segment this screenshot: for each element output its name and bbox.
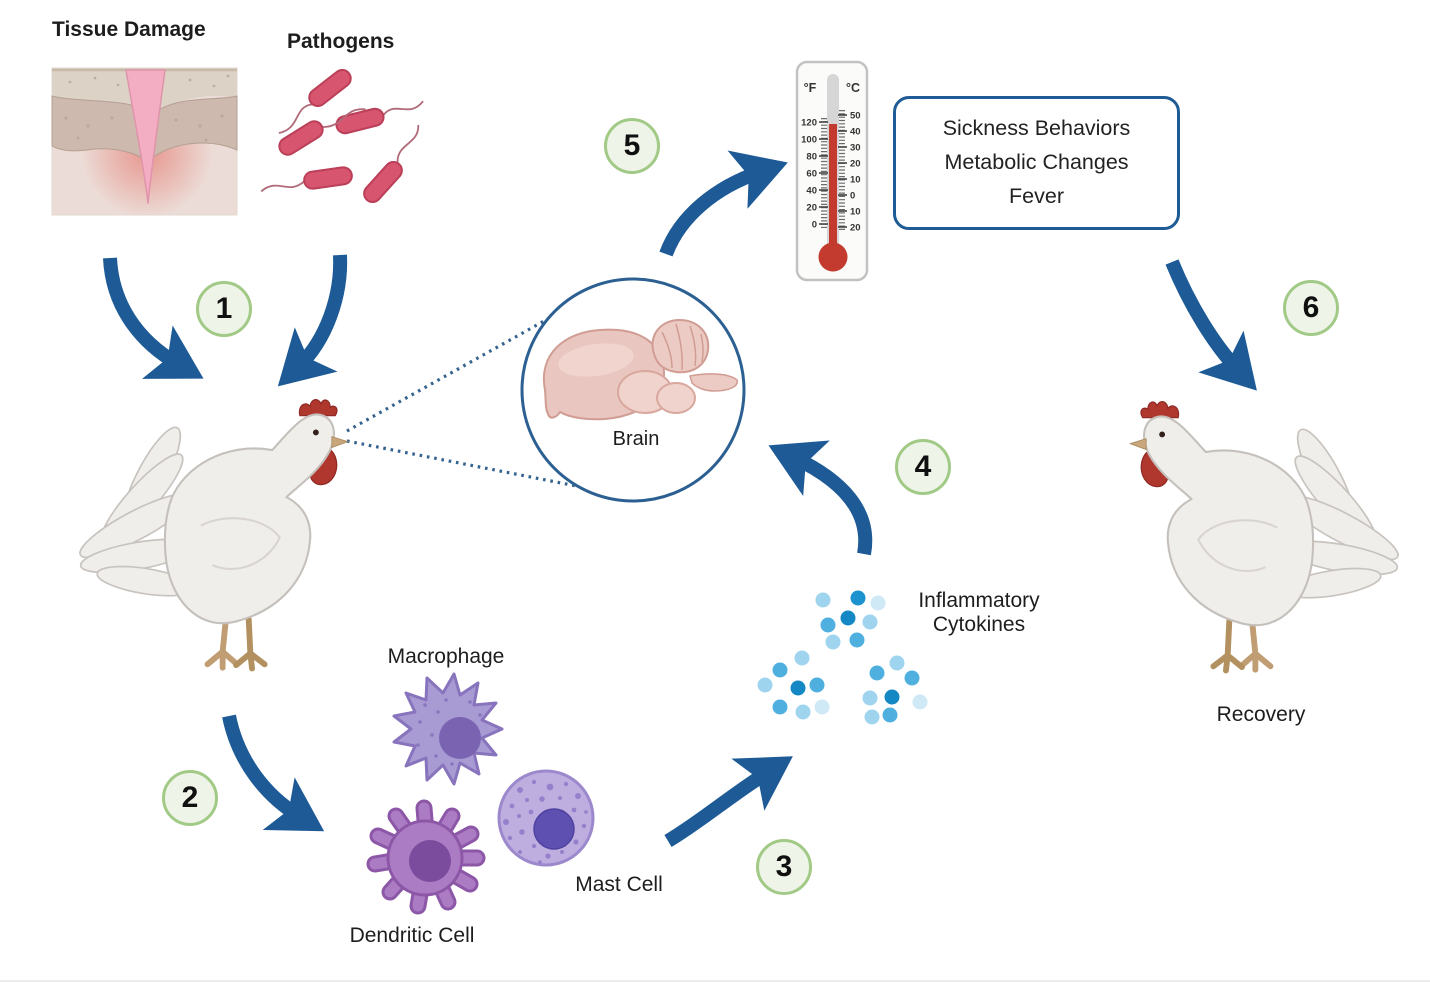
pathogens-label: Pathogens (287, 30, 395, 53)
f-tick: 60 (806, 169, 817, 180)
macrophage-icon (392, 672, 504, 786)
arrow-step1-right (277, 254, 348, 387)
c-tick: 10 (850, 175, 861, 186)
c-tick: 50 (850, 111, 861, 122)
outcome-line-1: Sickness Behaviors (942, 116, 1131, 141)
c-tick: 20 (850, 223, 861, 234)
tissue-damage-illustration (51, 67, 238, 218)
macrophage-label: Macrophage (387, 645, 505, 668)
c-tick: 40 (850, 127, 861, 138)
cytokines-icon (757, 590, 928, 725)
chicken-sick-illustration (74, 400, 348, 669)
cytokines-label: Inflammatory Cytokines (895, 589, 1063, 637)
arrow-step2 (222, 714, 325, 832)
dendritic-cell-icon (366, 799, 486, 915)
step-3-badge: 3 (756, 839, 812, 895)
arrow-step4 (768, 440, 873, 556)
c-tick: 20 (850, 159, 861, 170)
c-tick: 10 (850, 207, 861, 218)
brain-label: Brain (612, 428, 660, 450)
f-tick: 40 (806, 186, 817, 197)
pathogens-icon (260, 68, 424, 204)
thermometer-icon: °F °C 120 100 80 60 40 20 0 50 40 (795, 60, 869, 282)
cytokines-label-line1: Inflammatory (918, 589, 1040, 612)
c-tick: 30 (850, 143, 861, 154)
step-1-badge: 1 (196, 281, 252, 337)
tissue-damage-label: Tissue Damage (52, 18, 206, 41)
fahrenheit-label: °F (804, 81, 817, 95)
step-5-badge: 5 (604, 118, 660, 174)
step-6-badge: 6 (1283, 280, 1339, 336)
f-tick: 80 (806, 152, 817, 163)
arrow-step1-left (103, 257, 204, 379)
arrow-step5 (659, 150, 788, 257)
brain-callout-lines (346, 309, 603, 493)
celsius-label: °C (846, 81, 860, 95)
mast-cell-label: Mast Cell (575, 873, 663, 896)
arrow-step6 (1165, 259, 1257, 391)
chicken-recovery-illustration (1130, 402, 1404, 671)
c-tick: 0 (850, 191, 855, 202)
arrow-step3 (664, 756, 793, 848)
outcome-line-2: Metabolic Changes (944, 150, 1129, 175)
outcome-line-3: Fever (1009, 183, 1064, 208)
bottom-divider (0, 980, 1430, 982)
f-tick: 0 (812, 220, 817, 231)
brain-icon (520, 277, 746, 503)
step-2-badge: 2 (162, 770, 218, 826)
dendritic-cell-label: Dendritic Cell (349, 924, 475, 947)
f-tick: 20 (806, 203, 817, 214)
f-tick: 100 (801, 135, 817, 146)
recovery-label: Recovery (1216, 703, 1306, 726)
cytokines-label-line2: Cytokines (932, 613, 1026, 637)
f-tick: 120 (801, 118, 817, 129)
mast-cell-icon (497, 769, 595, 867)
outcome-box: Sickness Behaviors Metabolic Changes Fev… (893, 96, 1180, 230)
step-4-badge: 4 (895, 439, 951, 495)
